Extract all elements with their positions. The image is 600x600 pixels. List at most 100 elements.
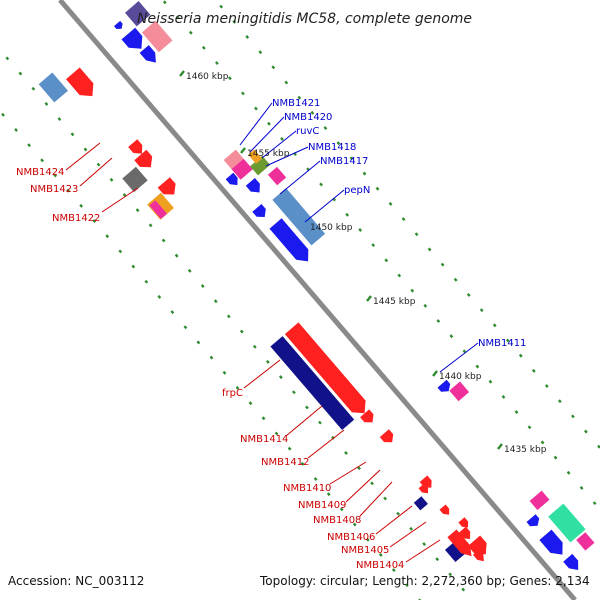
track-dot — [183, 325, 188, 330]
gene-label-nmb1418[interactable]: NMB1418 — [308, 142, 356, 153]
leader-line — [239, 102, 273, 146]
gene-label-nmb1417[interactable]: NMB1417 — [320, 156, 368, 167]
gene-feature[interactable] — [458, 517, 469, 528]
track-dot — [122, 193, 127, 197]
gene-feature[interactable] — [267, 166, 287, 186]
gene-feature[interactable] — [125, 1, 151, 27]
gene-feature[interactable] — [563, 553, 579, 570]
track-dot — [5, 56, 10, 61]
track-dot — [144, 279, 149, 284]
gene-label-pepn[interactable]: pepN — [344, 185, 370, 196]
gene-label-nmb1414[interactable]: NMB1414 — [240, 434, 288, 445]
track-dot — [505, 338, 510, 343]
gene-feature[interactable] — [529, 490, 550, 511]
track-dot — [300, 461, 305, 466]
gene-feature[interactable] — [128, 139, 143, 154]
gene-feature[interactable] — [413, 496, 428, 511]
track-dot — [553, 455, 558, 460]
gene-feature[interactable] — [223, 149, 244, 170]
gene-label-nmb1421[interactable]: NMB1421 — [272, 98, 320, 109]
gene-label-nmb1420[interactable]: NMB1420 — [284, 112, 332, 123]
track-dot — [396, 511, 401, 516]
gene-label-nmb1404[interactable]: NMB1404 — [356, 560, 404, 571]
gene-feature[interactable] — [539, 529, 563, 555]
gene-label-nmb1424[interactable]: NMB1424 — [16, 167, 64, 178]
track-dot — [370, 481, 374, 486]
gene-label-frpc[interactable]: frpC — [222, 388, 243, 399]
leader-line — [405, 539, 441, 563]
gene-feature[interactable] — [225, 172, 238, 186]
track-dot — [423, 303, 428, 308]
gene-feature[interactable] — [379, 429, 394, 443]
track-dot — [313, 477, 318, 481]
gene-feature[interactable] — [139, 45, 156, 63]
track-dot — [105, 234, 110, 239]
gene-feature[interactable] — [437, 379, 451, 392]
track-dot — [362, 171, 367, 176]
track-dot — [375, 186, 380, 191]
track-dot — [1, 112, 5, 117]
gene-feature[interactable] — [66, 67, 94, 97]
track-dot — [435, 557, 440, 562]
gene-feature[interactable] — [122, 166, 148, 193]
track-dot — [566, 470, 571, 475]
gene-feature[interactable] — [141, 20, 173, 53]
track-dot — [219, 4, 224, 9]
gene-feature[interactable] — [473, 549, 484, 562]
gene-feature[interactable] — [269, 218, 309, 262]
gene-feature[interactable] — [38, 72, 68, 103]
leader-line — [439, 342, 479, 373]
gene-feature[interactable] — [439, 504, 450, 515]
leader-line — [307, 429, 345, 459]
gene-feature[interactable] — [149, 200, 168, 219]
gene-feature[interactable] — [272, 188, 326, 246]
leader-line — [101, 187, 139, 213]
leader-line — [359, 481, 393, 517]
gene-feature[interactable] — [447, 529, 472, 557]
gene-feature[interactable] — [418, 483, 429, 494]
gene-label-nmb1408[interactable]: NMB1408 — [313, 515, 361, 526]
gene-feature[interactable] — [468, 535, 487, 555]
gene-label-ruvc[interactable]: ruvC — [296, 126, 319, 137]
gene-label-nmb1406[interactable]: NMB1406 — [327, 532, 375, 543]
gene-feature[interactable] — [576, 532, 595, 551]
gene-label-nmb1422[interactable]: NMB1422 — [52, 213, 100, 224]
scale-tick — [366, 295, 372, 302]
track-dot — [462, 349, 467, 354]
gene-feature[interactable] — [360, 409, 374, 423]
gene-feature[interactable] — [449, 381, 470, 402]
gene-feature[interactable] — [114, 20, 123, 29]
gene-feature[interactable] — [121, 27, 143, 49]
gene-label-nmb1409[interactable]: NMB1409 — [298, 500, 346, 511]
track-dot — [409, 526, 414, 531]
gene-feature[interactable] — [245, 178, 260, 193]
track-dot — [378, 552, 383, 557]
track-dot — [213, 299, 218, 304]
track-dot — [531, 368, 536, 373]
track-dot — [200, 284, 205, 288]
gene-label-nmb1412[interactable]: NMB1412 — [261, 457, 309, 468]
gene-feature[interactable] — [231, 158, 253, 180]
track-dot — [466, 293, 471, 297]
gene-feature[interactable] — [157, 177, 176, 195]
gene-feature[interactable] — [270, 336, 355, 430]
track-dot — [170, 310, 175, 315]
gene-feature[interactable] — [248, 149, 263, 164]
gene-feature[interactable] — [284, 322, 366, 414]
gene-feature[interactable] — [134, 149, 153, 168]
gene-label-nmb1405[interactable]: NMB1405 — [341, 545, 389, 556]
gene-feature[interactable] — [548, 503, 586, 543]
track-dot — [475, 364, 480, 369]
gene-feature[interactable] — [252, 204, 266, 217]
gene-label-nmb1410[interactable]: NMB1410 — [283, 483, 331, 494]
gene-feature[interactable] — [526, 514, 540, 527]
gene-feature[interactable] — [250, 155, 271, 176]
gene-label-nmb1411[interactable]: NMB1411 — [478, 338, 526, 349]
gene-feature[interactable] — [419, 475, 432, 488]
gene-label-nmb1423[interactable]: NMB1423 — [30, 184, 78, 195]
track-dot — [258, 50, 263, 55]
track-dot — [297, 95, 302, 100]
label-leader-lines — [65, 102, 479, 563]
track-dot — [488, 379, 493, 384]
